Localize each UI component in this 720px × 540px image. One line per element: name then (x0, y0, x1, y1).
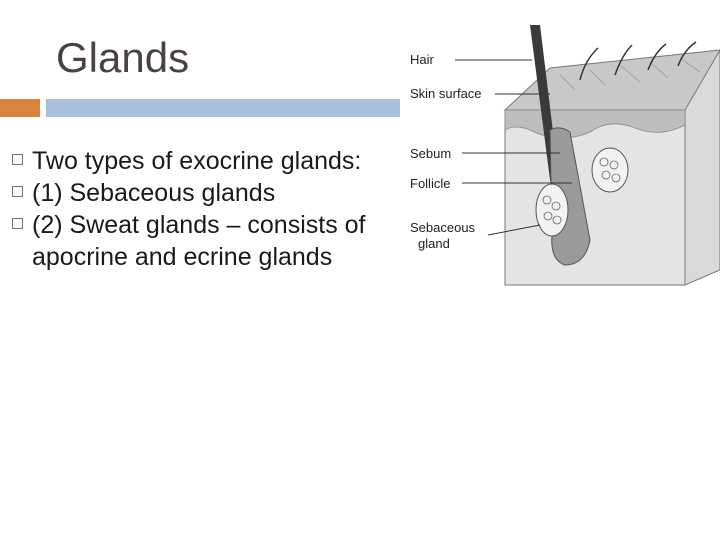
leader-line-sebaceous-gland (487, 224, 541, 236)
skin-block-front (504, 109, 686, 286)
sebaceous-gland-left (535, 183, 569, 237)
square-bullet-icon (12, 186, 23, 197)
bullet-text: Two types of exocrine glands: (32, 147, 362, 175)
label-hair: Hair (410, 52, 435, 67)
sebaceous-gland-right (591, 147, 629, 193)
accent-bar-blue (46, 99, 400, 117)
label-sebaceous-line2: gland (418, 236, 450, 251)
square-bullet-icon (12, 218, 23, 229)
bullet-item: Two types of exocrine glands: (10, 145, 395, 177)
label-sebaceous-line1: Sebaceous (410, 220, 476, 235)
label-sebum: Sebum (410, 146, 451, 161)
bullet-item: (2) Sweat glands – consists of apocrine … (10, 209, 395, 273)
skin-diagram: Hair Skin surface Sebum Follicle Sebaceo… (410, 25, 720, 286)
label-skin-surface: Skin surface (410, 86, 482, 101)
square-bullet-icon (12, 154, 23, 165)
bullet-item: (1) Sebaceous glands (10, 177, 395, 209)
bullet-list: Two types of exocrine glands: (1) Sebace… (10, 145, 395, 273)
bullet-text: (2) Sweat glands – consists of apocrine … (32, 211, 366, 271)
accent-bar-orange (0, 99, 40, 117)
slide-title: Glands (56, 34, 190, 81)
surface-texture (559, 57, 701, 91)
bullet-text: (1) Sebaceous glands (32, 179, 276, 207)
label-follicle: Follicle (410, 176, 450, 191)
small-hairs (579, 41, 697, 81)
